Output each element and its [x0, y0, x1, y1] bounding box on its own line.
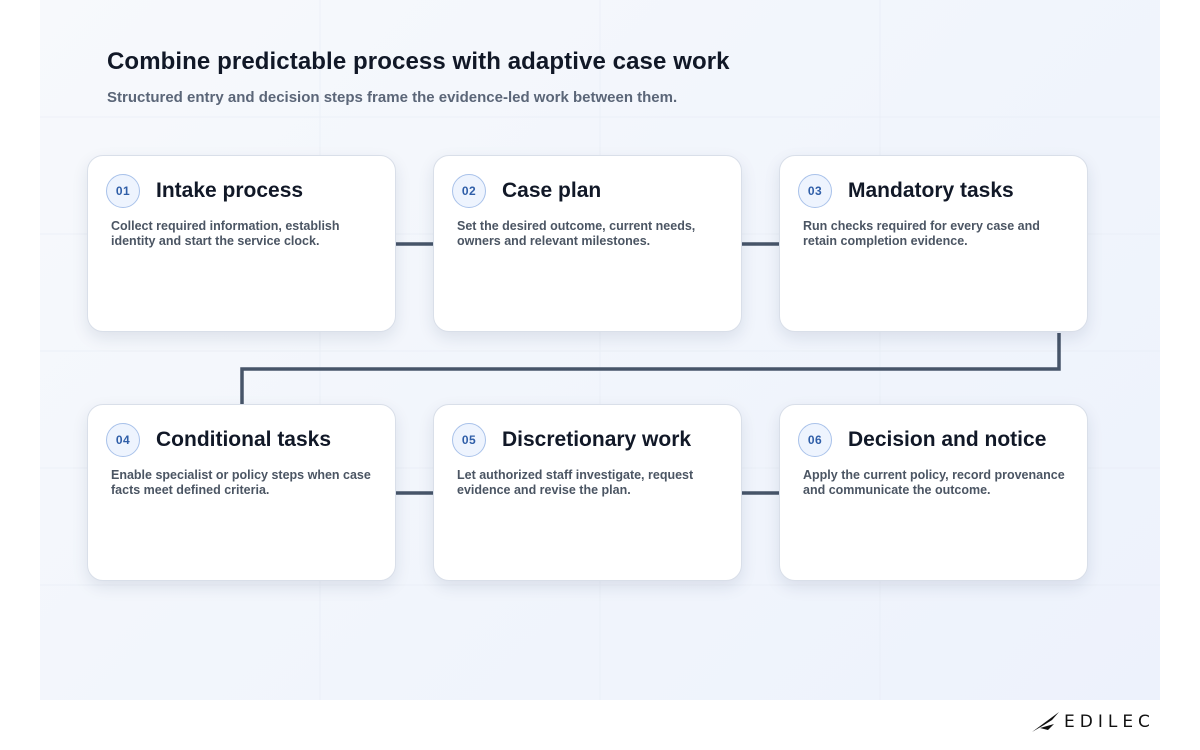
step-number-badge: 02	[452, 174, 486, 208]
step-description: Collect required information, establish …	[111, 219, 340, 248]
step-description: Apply the current policy, record provena…	[803, 468, 1065, 497]
step-description: Set the desired outcome, current needs, …	[457, 219, 696, 248]
step-card-mandatory-tasks: 03 Mandatory tasks Run checks required f…	[779, 155, 1088, 332]
step-title: Decision and notice	[848, 428, 1047, 451]
step-title: Case plan	[502, 179, 602, 202]
step-title: Conditional tasks	[156, 428, 332, 451]
step-description: Let authorized staff investigate, reques…	[457, 468, 694, 497]
step-number-badge: 05	[452, 423, 486, 457]
connector-03-04	[240, 333, 1061, 405]
step-card-discretionary-work: 05 Discretionary work Let authorized sta…	[433, 404, 742, 581]
bird-logo-icon	[1032, 712, 1059, 732]
brand-logo: EDILEC	[1032, 711, 1155, 733]
diagram-title: Combine predictable process with adaptiv…	[107, 48, 730, 75]
step-description: Run checks required for every case and r…	[803, 219, 1040, 248]
step-number-badge: 04	[106, 423, 140, 457]
diagram-background	[40, 0, 1160, 700]
step-title: Discretionary work	[502, 428, 692, 451]
step-number-badge: 03	[798, 174, 832, 208]
step-number-badge: 01	[106, 174, 140, 208]
step-number-badge: 06	[798, 423, 832, 457]
step-description: Enable specialist or policy steps when c…	[111, 468, 371, 497]
step-card-intake-process: 01 Intake process Collect required infor…	[87, 155, 396, 332]
diagram-subtitle: Structured entry and decision steps fram…	[107, 89, 678, 106]
step-title: Intake process	[156, 179, 304, 202]
step-card-conditional-tasks: 04 Conditional tasks Enable specialist o…	[87, 404, 396, 581]
step-card-case-plan: 02 Case plan Set the desired outcome, cu…	[433, 155, 742, 332]
brand-logo-text: EDILEC	[1064, 712, 1155, 732]
step-card-decision-and-notice: 06 Decision and notice Apply the current…	[779, 404, 1088, 581]
step-title: Mandatory tasks	[848, 179, 1014, 202]
